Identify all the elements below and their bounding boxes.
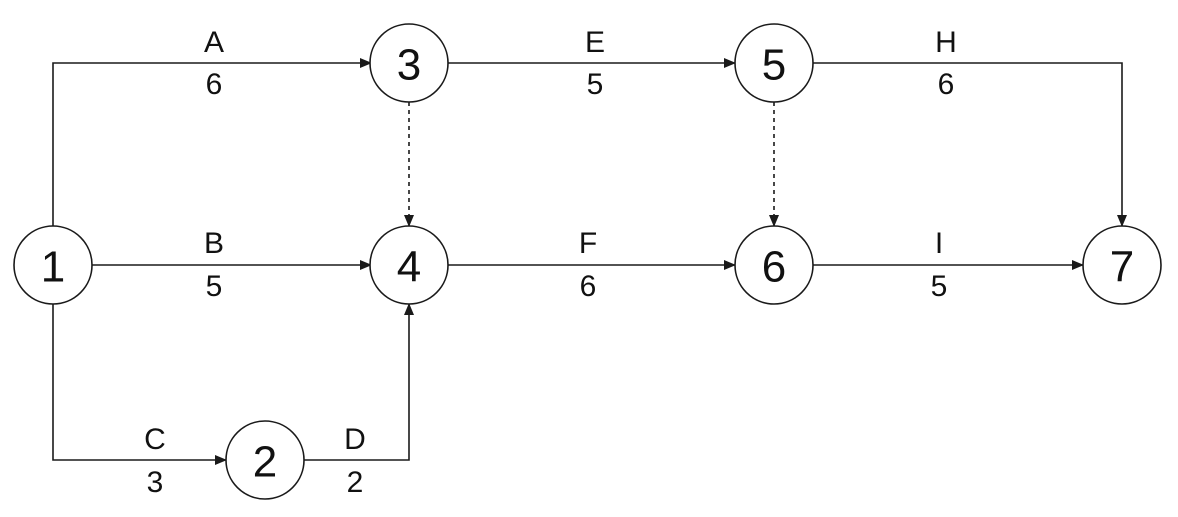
node-label-5: 5 [762,41,786,90]
node-label-7: 7 [1110,243,1134,292]
activity-name-h: H [935,26,957,59]
node-label-4: 4 [397,243,421,292]
activity-name-b: B [204,227,224,260]
node-label-6: 6 [762,243,786,292]
activity-name-e: E [585,26,605,59]
activity-duration-d: 2 [347,466,364,499]
activity-name-c: C [144,423,166,456]
edge-d [304,303,414,461]
node-1: 1 [13,225,93,305]
node-label-1: 1 [41,243,65,292]
activity-name-a: A [204,26,224,59]
activity-name-d: D [344,423,366,456]
node-2: 2 [225,420,305,500]
node-label-3: 3 [397,41,421,90]
activity-duration-e: 5 [587,68,604,101]
node-7: 7 [1082,225,1162,305]
activity-duration-i: 5 [931,270,948,303]
node-4: 4 [369,225,449,305]
edge-a [52,58,372,226]
activity-duration-f: 6 [580,270,597,303]
activity-duration-h: 6 [938,68,955,101]
activity-duration-b: 5 [206,270,223,303]
node-3: 3 [369,23,449,103]
node-label-2: 2 [253,438,277,487]
activity-duration-a: 6 [206,68,223,101]
activity-duration-c: 3 [147,466,164,499]
edge-h [813,62,1127,227]
activity-name-f: F [579,227,597,260]
node-5: 5 [734,23,814,103]
edge-c [52,304,227,465]
activity-name-i: I [935,227,943,260]
node-6: 6 [734,225,814,305]
